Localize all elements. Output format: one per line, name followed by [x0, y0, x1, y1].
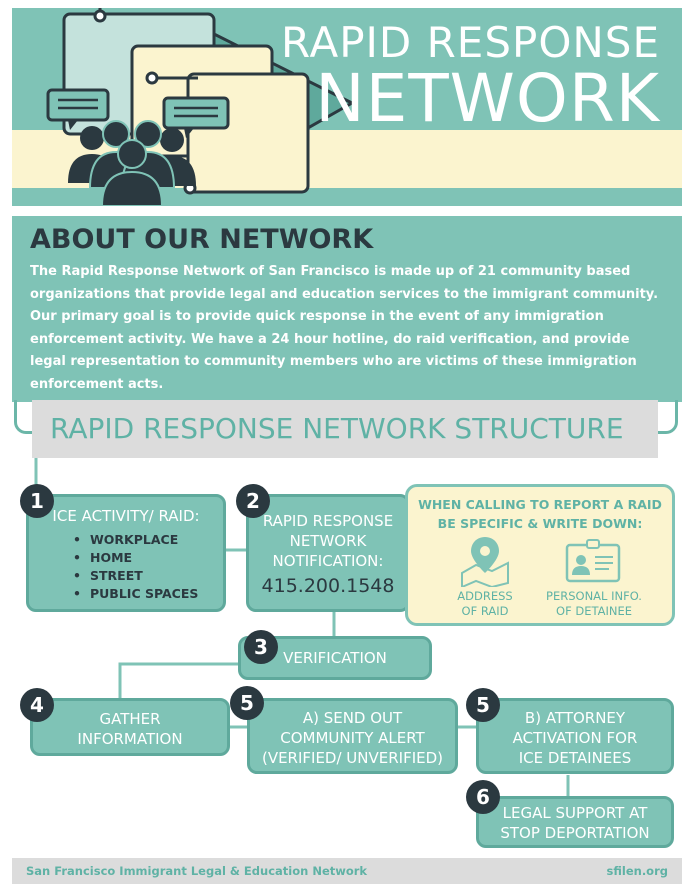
list-item: WORKPLACE: [73, 531, 223, 549]
step-gather-line2: INFORMATION: [77, 730, 183, 748]
tip-personal-line2: OF DETAINEE: [556, 604, 632, 618]
step-legal-line2: STOP DEPORTATION: [500, 824, 650, 842]
step-number-1: 1: [20, 484, 54, 518]
step-number-4: 4: [20, 688, 54, 722]
step-number-6: 6: [466, 780, 500, 814]
map-pin-icon: [461, 537, 509, 587]
tip-address-line2: OF RAID: [461, 604, 509, 618]
step-community-alert-box: A) SEND OUT COMMUNITY ALERT (VERIFIED/ U…: [247, 698, 458, 774]
footer: San Francisco Immigrant Legal & Educatio…: [12, 858, 682, 884]
step-verification-label: VERIFICATION: [283, 649, 387, 667]
step-ice-activity-title: ICE ACTIVITY/ RAID:: [52, 507, 200, 525]
step-ice-activity-box: ICE ACTIVITY/ RAID: WORKPLACE HOME STREE…: [26, 494, 226, 612]
step-attorney-line1: B) ATTORNEY: [524, 709, 626, 727]
step-notification-line2: NETWORK: [289, 532, 367, 550]
list-item: STREET: [73, 567, 223, 585]
step-alert-line2: COMMUNITY ALERT: [280, 729, 425, 747]
step-number-3: 3: [244, 630, 278, 664]
step-number-5b: 5: [466, 688, 500, 722]
tip-address-label: ADDRESS OF RAID: [425, 589, 545, 619]
structure-heading: RAPID RESPONSE NETWORK STRUCTURE: [32, 400, 658, 458]
tips-heading-line1: WHEN CALLING TO REPORT A RAID: [418, 497, 662, 512]
step-alert-line3: (VERIFIED/ UNVERIFIED): [261, 749, 444, 767]
step-gather-line1: GATHER: [99, 710, 161, 728]
about-heading: ABOUT OUR NETWORK: [30, 224, 374, 255]
page-title-line2: NETWORK: [315, 60, 660, 137]
step-number-5a: 5: [230, 686, 264, 720]
step-attorney-activation-box: B) ATTORNEY ACTIVATION FOR ICE DETAINEES: [476, 698, 674, 774]
report-tips-box: WHEN CALLING TO REPORT A RAID BE SPECIFI…: [405, 484, 675, 626]
step-attorney-line3: ICE DETAINEES: [518, 749, 632, 767]
step-notification-box: RAPID RESPONSE NETWORK NOTIFICATION: 415…: [246, 494, 410, 612]
tip-address-line1: ADDRESS: [457, 589, 513, 603]
step-notification-line3: NOTIFICATION:: [272, 552, 384, 570]
step-attorney-line2: ACTIVATION FOR: [512, 729, 638, 747]
footer-website-link[interactable]: sfilen.org: [606, 864, 668, 878]
step-number-2: 2: [236, 484, 270, 518]
tip-personal-label: PERSONAL INFO. OF DETAINEE: [534, 589, 654, 619]
list-item: HOME: [73, 549, 223, 567]
step-notification-line1: RAPID RESPONSE: [262, 512, 394, 530]
step-gather-info-box: GATHER INFORMATION: [30, 698, 230, 756]
footer-org-name: San Francisco Immigrant Legal & Educatio…: [26, 864, 368, 878]
step-legal-line1: LEGAL SUPPORT AT: [502, 804, 648, 822]
hotline-phone-number[interactable]: 415.200.1548: [261, 575, 395, 597]
tip-personal-line1: PERSONAL INFO.: [546, 589, 642, 603]
chat-bubbles-crowd-illustration: [46, 8, 356, 206]
about-body: The Rapid Response Network of San Franci…: [30, 264, 659, 392]
step-legal-support-box: LEGAL SUPPORT AT STOP DEPORTATION: [476, 796, 674, 848]
tips-heading-line2: BE SPECIFIC & WRITE DOWN:: [437, 516, 643, 531]
header-banner: RAPID RESPONSE NETWORK: [12, 8, 682, 206]
list-item: PUBLIC SPACES: [73, 585, 223, 603]
id-card-icon: [565, 539, 621, 583]
step-alert-line1: A) SEND OUT: [302, 709, 403, 727]
ice-activity-list: WORKPLACE HOME STREET PUBLIC SPACES: [73, 531, 223, 603]
about-section: ABOUT OUR NETWORK The Rapid Response Net…: [12, 216, 682, 402]
page-title-line1: RAPID RESPONSE: [281, 18, 660, 67]
